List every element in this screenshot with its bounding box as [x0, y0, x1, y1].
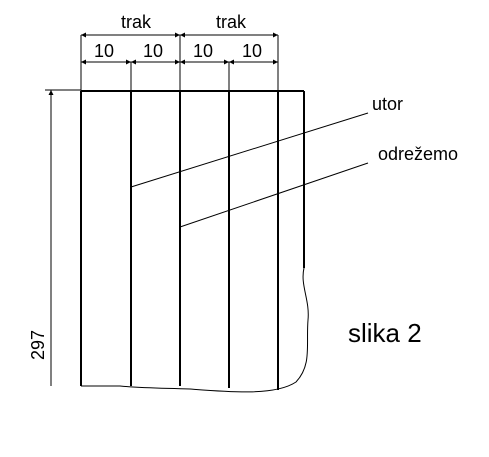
height-dimension: 297 — [28, 89, 81, 386]
groove-leader-line — [130, 112, 369, 188]
group-label-2: trak — [216, 12, 247, 32]
fold-lines — [130, 91, 279, 390]
top-dimensions: trak trak 10 10 10 10 — [80, 12, 279, 91]
group-label-1: trak — [121, 12, 152, 32]
segment-label-3: 10 — [193, 41, 213, 61]
cut-leader-line — [179, 162, 369, 228]
height-label: 297 — [28, 330, 48, 360]
segment-label-1: 10 — [94, 41, 114, 61]
segment-label-2: 10 — [143, 41, 163, 61]
paper-sheet — [80, 90, 309, 393]
groove-callout: utor — [372, 94, 403, 114]
cut-callout: odrežemo — [378, 144, 458, 164]
segment-label-4: 10 — [242, 41, 262, 61]
callouts: utor odrežemo — [130, 94, 458, 228]
figure-caption: slika 2 — [348, 318, 422, 348]
paper-torn-edge — [81, 267, 309, 393]
